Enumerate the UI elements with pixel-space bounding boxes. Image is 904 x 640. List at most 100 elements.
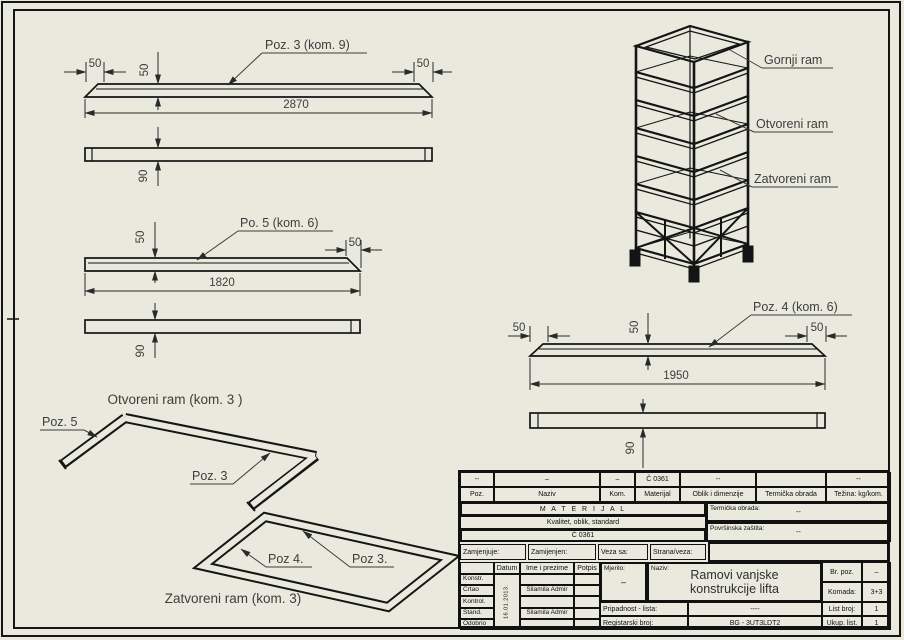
- dim-90-poz3: 90: [138, 170, 150, 183]
- closed-frame-view: [191, 511, 462, 613]
- sign-potpis-3: [574, 596, 600, 608]
- callout-poz4: Poz. 4 (kom. 6): [708, 300, 852, 348]
- dim-50-left-poz4: 50: [513, 322, 526, 334]
- registarski-label: Registarski broj:: [600, 616, 688, 630]
- sign-corner-cell: [460, 562, 494, 574]
- tower-foot: [742, 245, 754, 263]
- bom-header-tezina: Težina: kg/kom.: [826, 487, 891, 502]
- bom-header-poz: Poz.: [460, 487, 494, 502]
- beam-poz4-side-view: [529, 412, 826, 429]
- drawing-title: Ramovi vanjske konstrukcije lifta: [690, 567, 779, 596]
- sign-potpis-4: [574, 608, 600, 619]
- br-poz-label: Br. poz.: [822, 562, 862, 582]
- beam-poz5-top-view: [84, 257, 363, 272]
- sign-row-kontrol: Kontrol.: [460, 596, 494, 608]
- materijal-value: Č 0361: [460, 529, 706, 542]
- dim-90-poz5: 90: [135, 345, 147, 358]
- pripadnost-value: ----: [688, 602, 822, 616]
- termicka-obrada-value: --: [796, 508, 801, 516]
- komada-value: 3+3: [862, 582, 891, 602]
- veza-sa-cell: Veza sa:: [598, 544, 648, 560]
- dim-1820: 1820: [209, 277, 235, 289]
- sign-ime-odobrio: [520, 619, 574, 630]
- bom-value-oblik: --: [680, 472, 756, 487]
- ukupno-label: Ukup. list.: [822, 616, 862, 630]
- label-poz5-open: Poz. 5: [42, 415, 77, 429]
- beam-poz3-view: [82, 83, 435, 162]
- materijal-title: M A T E R I J A L: [460, 502, 706, 516]
- naziv-cell: Naziv: Ramovi vanjske konstrukcije lifta: [647, 562, 822, 602]
- sign-header-potpis: Potpis: [574, 562, 600, 574]
- dim-50-right-poz4: 50: [811, 322, 824, 334]
- closed-frame-labels: Poz 4. Poz 3.: [240, 530, 394, 568]
- komada-label: Komada:: [822, 582, 862, 602]
- termicka-obrada-label: Termička obrada:: [710, 505, 760, 512]
- pripadnost-label: Pripadnost - lista:: [600, 602, 688, 616]
- callout-poz3-text: Poz. 3 (kom. 9): [265, 38, 350, 52]
- sign-ime-konstr: [520, 574, 574, 585]
- bom-header-kom: Kom.: [600, 487, 635, 502]
- sign-datum-cell: 16.01.2013.: [494, 574, 520, 630]
- label-otvoreni-ram: Otvoreni ram: [756, 117, 828, 131]
- title-block: -- – – Č 0361 -- -- Poz. Naziv Kom. Mate…: [458, 470, 891, 630]
- dim-50-left-poz3: 50: [89, 58, 102, 70]
- label-zatvoreni-ram: Zatvoreni ram: [754, 172, 831, 186]
- sign-header-ime: Ime i prezime: [520, 562, 574, 574]
- br-poz-value: –: [862, 562, 891, 582]
- beam-poz3-dimensions: [64, 52, 452, 186]
- sign-row-konstr: Konstr.: [460, 574, 494, 585]
- sign-ime-kontrol: [520, 596, 574, 608]
- dim-50-profile-poz4: 50: [629, 321, 641, 334]
- beam-poz4-top-view: [527, 343, 828, 357]
- beam-poz5-view: [84, 257, 363, 334]
- zamijenjen-cell: Zamijenjen:: [528, 544, 596, 560]
- label-poz3-open: Poz. 3: [192, 469, 227, 483]
- label-gornji-ram: Gornji ram: [764, 53, 822, 67]
- closed-frame-title: Zatvoreni ram (kom. 3): [165, 591, 302, 606]
- tower-foot: [629, 249, 641, 267]
- bom-header-termicka: Termička obrada: [756, 487, 826, 502]
- dim-50-right-poz3: 50: [417, 58, 430, 70]
- tower-isometric-view: [629, 24, 754, 283]
- sign-datum-value: 16.01.2013.: [503, 584, 510, 620]
- beam-poz3-side-view: [84, 147, 433, 162]
- dim-1950: 1950: [663, 370, 689, 382]
- sign-row-odobrio: Odobrio: [460, 619, 494, 630]
- strana-veza-cell: Strana/veza:: [650, 544, 706, 560]
- povrsinska-value: --: [796, 528, 801, 536]
- callout-poz4-text: Poz. 4 (kom. 6): [753, 300, 838, 314]
- label-poz3-closed: Poz 3.: [352, 552, 387, 566]
- sign-potpis-2: [574, 585, 600, 596]
- callout-poz5-text: Po. 5 (kom. 6): [240, 216, 319, 230]
- reference-empty-box: [708, 542, 889, 562]
- beam-poz5-side-view: [84, 319, 361, 334]
- sign-ime-stand: Silamila Admir: [520, 608, 574, 619]
- mjerilo-value: –: [620, 576, 626, 587]
- povrsinska-label: Površinska zaštita:: [710, 525, 765, 532]
- dim-50-right-poz5: 50: [349, 237, 362, 249]
- dim-90-poz4: 90: [625, 442, 637, 455]
- sign-row-crtao: Crtao: [460, 585, 494, 596]
- bom-value-termicka: [756, 472, 826, 487]
- mjerilo-label: Mjerilo:: [604, 565, 625, 572]
- bom-value-naziv: –: [494, 472, 600, 487]
- beam-poz4-view: [527, 343, 828, 429]
- sign-row-stand: Stand.: [460, 608, 494, 619]
- bom-value-kom: –: [600, 472, 635, 487]
- beam-poz5-dimensions: [84, 222, 382, 358]
- bom-value-tezina: --: [826, 472, 891, 487]
- mjerilo-cell: Mjerilo: –: [600, 562, 647, 602]
- materijal-subtitle: Kvalitet, oblik, standard: [460, 516, 706, 529]
- termicka-obrada-cell: Termička obrada: --: [706, 502, 891, 522]
- naziv-label: Naziv:: [651, 565, 670, 572]
- open-frame-labels: Poz. 5 Poz. 3: [40, 415, 271, 485]
- povrsinska-cell: Površinska zaštita: --: [706, 522, 891, 542]
- ukupno-value: 1: [862, 616, 891, 630]
- list-broj-value: 1: [862, 602, 891, 616]
- dim-50-profile-poz5: 50: [135, 231, 147, 244]
- zamjenjuje-cell: Zamjenjuje:: [460, 544, 526, 560]
- beam-poz3-top-view: [82, 83, 435, 98]
- dim-50-profile-poz3: 50: [139, 64, 151, 77]
